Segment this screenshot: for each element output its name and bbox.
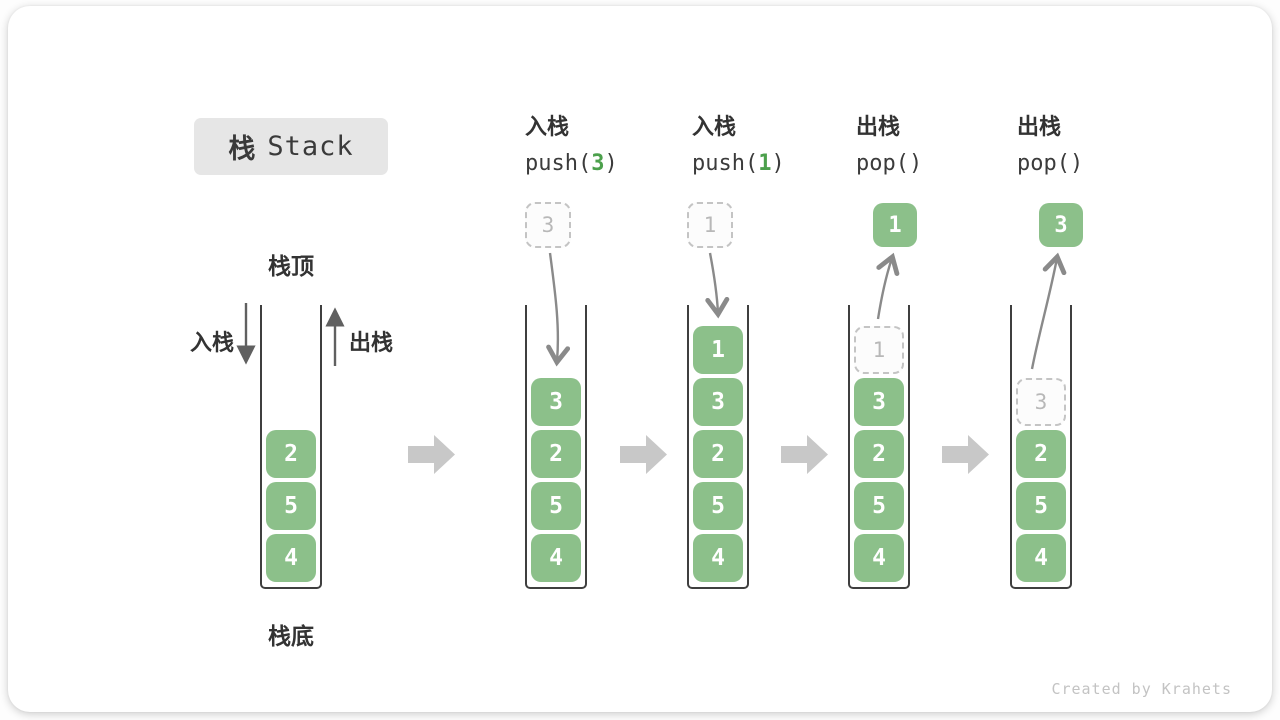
diagram-canvas: 栈 Stack 入栈 push(3) 入栈 push(1) 出栈 pop() 出…: [8, 6, 1272, 712]
code-after: ): [908, 151, 923, 176]
stack-top-label: 栈顶: [268, 253, 314, 279]
code-label: push(1): [692, 151, 785, 177]
title-zh: 栈: [228, 134, 256, 164]
code-label: push(3): [525, 151, 618, 177]
header-push-1: 入栈 push(1): [692, 115, 785, 177]
stack-cell: 5: [531, 482, 581, 530]
stack-cell: 2: [531, 430, 581, 478]
op-label: 出栈: [1017, 114, 1062, 139]
incoming-element-ghost: 3: [525, 202, 571, 248]
stack-cell: 5: [266, 482, 316, 530]
step-arrow-icon: [781, 435, 828, 474]
stack-cell-ghost: 1: [854, 326, 904, 374]
header-pop-1: 出栈 pop(): [856, 115, 922, 177]
op-label: 入栈: [525, 114, 570, 139]
popped-element: 3: [1039, 203, 1083, 247]
header-push-3: 入栈 push(3): [525, 115, 618, 177]
incoming-element-ghost: 1: [687, 202, 733, 248]
step-arrow-icon: [620, 435, 667, 474]
code-after: ): [1069, 151, 1084, 176]
code-arg: 3: [591, 151, 605, 176]
stack-cell: 4: [854, 534, 904, 582]
stack-cell: 4: [693, 534, 743, 582]
stack-cell: 4: [531, 534, 581, 582]
title-en: Stack: [267, 131, 354, 162]
watermark: Created by Krahets: [1051, 680, 1232, 698]
popped-element: 1: [873, 203, 917, 247]
arrows-overlay: [236, 252, 1067, 474]
op-label: 入栈: [692, 114, 737, 139]
stack-cell: 2: [693, 430, 743, 478]
stack-cell-ghost: 3: [1016, 378, 1066, 426]
code-before: pop(: [1017, 151, 1070, 176]
code-label: pop(): [856, 151, 922, 177]
stack-cell: 4: [1016, 534, 1066, 582]
code-before: push(: [692, 151, 759, 176]
op-label: 出栈: [856, 114, 901, 139]
stack-cell: 2: [1016, 430, 1066, 478]
stack-cell: 2: [854, 430, 904, 478]
code-after: ): [604, 151, 618, 176]
code-label: pop(): [1017, 151, 1083, 177]
stack-cell: 5: [1016, 482, 1066, 530]
header-pop-3: 出栈 pop(): [1017, 115, 1083, 177]
stack-cell: 2: [266, 430, 316, 478]
stack-cell: 4: [266, 534, 316, 582]
pop-side-label: 出栈: [349, 330, 394, 355]
code-before: pop(: [856, 151, 909, 176]
stack-cell: 5: [854, 482, 904, 530]
stack-cell: 3: [854, 378, 904, 426]
push-1-flow-arrow-icon: [705, 252, 730, 319]
code-after: ): [771, 151, 785, 176]
step-arrow-icon: [408, 435, 455, 474]
stack-cell: 3: [531, 378, 581, 426]
code-arg: 1: [758, 151, 772, 176]
code-before: push(: [525, 151, 592, 176]
stack-cell: 5: [693, 482, 743, 530]
stack-cell: 3: [693, 378, 743, 426]
title-badge: 栈 Stack: [194, 118, 388, 175]
step-arrow-icon: [942, 435, 989, 474]
stack-bottom-label: 栈底: [268, 623, 314, 649]
stack-cell: 1: [693, 326, 743, 374]
push-side-label: 入栈: [189, 330, 234, 355]
